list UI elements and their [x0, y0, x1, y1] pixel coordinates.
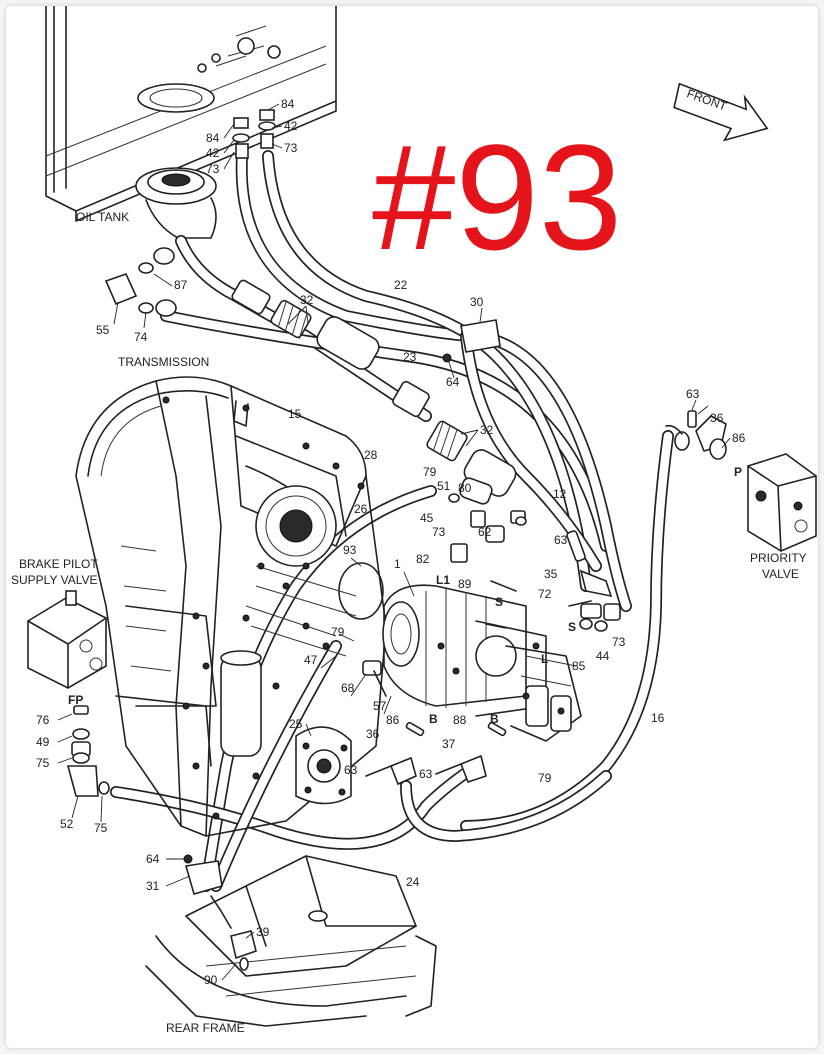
callout-25: 25 — [289, 717, 303, 731]
callout-82: 82 — [416, 552, 430, 566]
callout-1: 1 — [394, 557, 401, 571]
callout-84: 84 — [281, 97, 295, 111]
callout-62: 62 — [478, 525, 492, 539]
port-s-left: S — [495, 595, 503, 609]
callout-23: 23 — [403, 350, 417, 364]
callout-15: 15 — [288, 407, 302, 421]
callout-84: 84 — [206, 131, 220, 145]
port-fp: FP — [68, 693, 83, 707]
callout-52: 52 — [60, 817, 74, 831]
callout-80: 80 — [458, 481, 472, 495]
priority-valve — [665, 410, 817, 552]
callout-79: 79 — [423, 465, 437, 479]
callout-numbers: 84 42 73 84 42 73 87 55 74 22 23 32 30 6… — [36, 97, 746, 987]
callout-57: 57 — [373, 699, 387, 713]
hose-lines — [110, 150, 674, 892]
callout-93: 93 — [343, 543, 357, 557]
port-s-right: S — [568, 620, 576, 634]
callout-73: 73 — [432, 525, 446, 539]
brake-pilot-label-line2: SUPPLY VALVE — [11, 573, 98, 587]
callout-63: 63 — [344, 763, 358, 777]
o-ring-93 — [338, 562, 384, 620]
callout-63: 63 — [686, 387, 700, 401]
callout-64: 64 — [446, 375, 460, 389]
callout-26: 26 — [354, 502, 368, 516]
tank-side-fittings — [104, 247, 177, 317]
callout-36: 36 — [710, 411, 724, 425]
callout-86: 86 — [732, 431, 746, 445]
callout-51: 51 — [437, 479, 451, 493]
transmission-label: TRANSMISSION — [118, 355, 209, 369]
callout-63: 63 — [419, 767, 433, 781]
callout-73: 73 — [612, 635, 626, 649]
port-l1: L1 — [436, 573, 450, 587]
callout-49: 49 — [36, 735, 50, 749]
callout-44: 44 — [596, 649, 610, 663]
exploded-parts-diagram: FRONT #93 OIL TANK TRANSMISSION BRAKE PI… — [11, 6, 817, 1035]
callout-36: 36 — [366, 727, 380, 741]
callout-22: 22 — [394, 278, 408, 292]
callout-75: 75 — [36, 756, 50, 770]
callout-42: 42 — [284, 119, 298, 133]
tank-top-fittings — [232, 109, 276, 159]
callout-76: 76 — [36, 713, 50, 727]
callout-73: 73 — [284, 141, 298, 155]
port-b-left: B — [429, 712, 438, 726]
callout-86: 86 — [386, 713, 400, 727]
callout-88: 88 — [453, 713, 467, 727]
callout-32: 32 — [480, 423, 494, 437]
callout-85: 85 — [572, 659, 586, 673]
callout-24: 24 — [406, 875, 420, 889]
callout-31: 31 — [146, 879, 160, 893]
oil-tank — [45, 6, 337, 222]
priority-valve-label-line1: PRIORITY — [750, 551, 807, 565]
hydraulic-pump — [382, 584, 582, 742]
callout-12: 12 — [553, 487, 567, 501]
port-b-right: B — [490, 712, 499, 726]
clamp-30 — [442, 319, 501, 363]
callout-42: 42 — [206, 146, 220, 160]
callout-74: 74 — [134, 330, 148, 344]
callout-72: 72 — [538, 587, 552, 601]
rear-frame — [145, 854, 437, 1027]
rear-frame-label: REAR FRAME — [166, 1021, 245, 1035]
brake-pilot-supply-valve — [27, 590, 110, 797]
diagram-frame: FRONT #93 OIL TANK TRANSMISSION BRAKE PI… — [6, 6, 818, 1048]
callout-37: 37 — [442, 737, 456, 751]
callout-90: 90 — [204, 973, 218, 987]
callout-64: 64 — [146, 852, 160, 866]
brake-pilot-label-line1: BRAKE PILOT — [19, 557, 98, 571]
callout-75: 75 — [94, 821, 108, 835]
callout-63: 63 — [554, 533, 568, 547]
port-l: L — [541, 652, 548, 666]
page-title: #93 — [372, 113, 622, 281]
port-p: P — [734, 465, 742, 479]
callout-45: 45 — [420, 511, 434, 525]
callout-79: 79 — [331, 625, 345, 639]
callout-32: 32 — [300, 293, 314, 307]
callout-28: 28 — [364, 448, 378, 462]
hose-clamps — [231, 279, 517, 497]
pump-port-fittings — [362, 477, 621, 786]
priority-valve-label-line2: VALVE — [762, 567, 799, 581]
leader-lines — [57, 103, 731, 981]
callout-30: 30 — [470, 295, 484, 309]
callout-68: 68 — [341, 681, 355, 695]
callout-87: 87 — [174, 278, 188, 292]
callout-55: 55 — [96, 323, 110, 337]
callout-89: 89 — [458, 577, 472, 591]
front-arrow: FRONT — [673, 82, 769, 142]
callout-73: 73 — [206, 162, 220, 176]
callout-16: 16 — [651, 711, 665, 725]
tank-outlet-fitting — [135, 167, 217, 239]
callout-35: 35 — [544, 567, 558, 581]
callout-47: 47 — [304, 653, 318, 667]
callout-39: 39 — [256, 925, 270, 939]
callout-79: 79 — [538, 771, 552, 785]
bracket-25 — [295, 726, 352, 805]
oil-tank-label: OIL TANK — [76, 210, 129, 224]
